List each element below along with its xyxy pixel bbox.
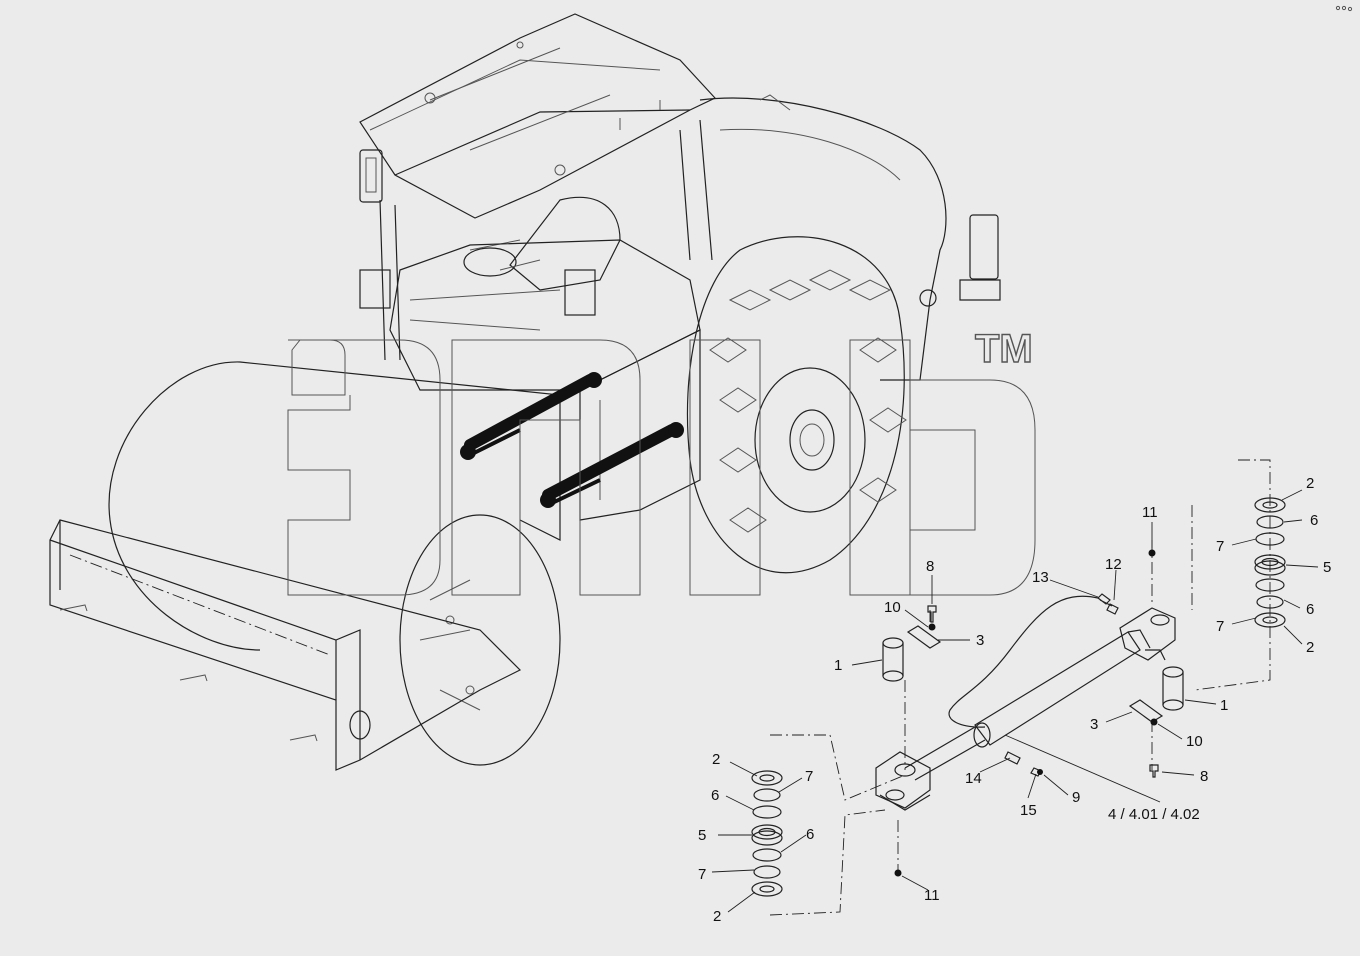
- hydraulic-hose: [948, 595, 1099, 728]
- left-mirror: [359, 149, 383, 203]
- right-mirror: [969, 214, 999, 280]
- callout-10: 10: [1186, 733, 1203, 750]
- watermark-logo: TM: [287, 326, 1036, 596]
- callout-4-4.01-4.02: 4 / 4.01 / 4.02: [1108, 806, 1200, 823]
- engine-hood: [699, 97, 947, 381]
- callout-labels: 2 6 7 5 6 7 2 1 3 10 8 11 12 13 8 10 3 1…: [698, 475, 1331, 925]
- callout-12: 12: [1105, 556, 1122, 573]
- leader-lines: [711, 489, 1319, 913]
- callout-11: 11: [924, 887, 940, 904]
- callout-7: 7: [1216, 618, 1224, 635]
- callout-8: 8: [1200, 768, 1208, 785]
- plate-left: [906, 625, 942, 649]
- rear-wheel-rim: [754, 367, 866, 513]
- callout-3: 3: [1090, 716, 1098, 733]
- callout-7: 7: [698, 866, 706, 883]
- corner-mark: [1335, 5, 1353, 12]
- callout-3: 3: [976, 632, 984, 649]
- steering-wheel: [463, 247, 517, 277]
- callout-7: 7: [1216, 538, 1224, 555]
- drum-side-plate: [399, 514, 561, 766]
- fitting-14: [1004, 751, 1021, 765]
- front-frame: [49, 519, 522, 771]
- callout-13: 13: [1032, 569, 1049, 586]
- callout-6: 6: [1306, 601, 1314, 618]
- mounted-steering-cylinder-upper: [460, 372, 602, 460]
- rod-end-eye: [875, 751, 931, 809]
- nipple-9: [1037, 769, 1043, 775]
- callout-6: 6: [711, 787, 719, 804]
- washer-upper: [928, 623, 936, 631]
- callout-15: 15: [1020, 802, 1037, 819]
- pin-right: [1162, 666, 1184, 711]
- grease-nipple-lower: [894, 869, 902, 877]
- rear-tire: [686, 236, 905, 574]
- grease-nipple-upper: [1148, 549, 1156, 557]
- callout-2: 2: [712, 751, 720, 768]
- trademark-mark: TM: [975, 327, 1033, 371]
- pin-left: [882, 637, 904, 682]
- plate-right: [1128, 699, 1164, 723]
- callout-14: 14: [965, 770, 982, 787]
- bolt-upper: [927, 605, 937, 623]
- bolt-lower: [1149, 764, 1159, 778]
- callout-1: 1: [834, 657, 842, 674]
- operator-seat: [509, 196, 621, 291]
- callout-2: 2: [713, 908, 721, 925]
- bearing-stack-right: [1254, 497, 1286, 628]
- callout-2: 2: [1306, 639, 1314, 656]
- callout-6: 6: [806, 826, 814, 843]
- cylinder-barrel: [974, 631, 1141, 746]
- cylinder-head-eye: [1119, 607, 1176, 661]
- callout-5: 5: [698, 827, 706, 844]
- callout-6: 6: [1310, 512, 1318, 529]
- callout-11: 11: [1142, 504, 1158, 521]
- callout-8: 8: [926, 558, 934, 575]
- mounted-steering-cylinder-lower: [540, 422, 684, 508]
- callout-5: 5: [1323, 559, 1331, 576]
- callout-1: 1: [1220, 697, 1228, 714]
- canopy-roof: [359, 13, 716, 219]
- callout-7: 7: [805, 768, 813, 785]
- canopy-posts: [379, 119, 713, 361]
- callout-10: 10: [884, 599, 901, 616]
- front-drum: [108, 361, 561, 541]
- fitting-12: [1106, 603, 1119, 615]
- roller-compactor-machine: [49, 13, 1001, 771]
- callout-2: 2: [1306, 475, 1314, 492]
- callout-9: 9: [1072, 789, 1080, 806]
- bearing-stack-left: [751, 770, 783, 897]
- exploded-cylinder-assembly: 2 6 7 5 6 7 2 1 3 10 8 11 12 13 8 10 3 1…: [698, 459, 1331, 925]
- washer-lower: [1150, 718, 1158, 726]
